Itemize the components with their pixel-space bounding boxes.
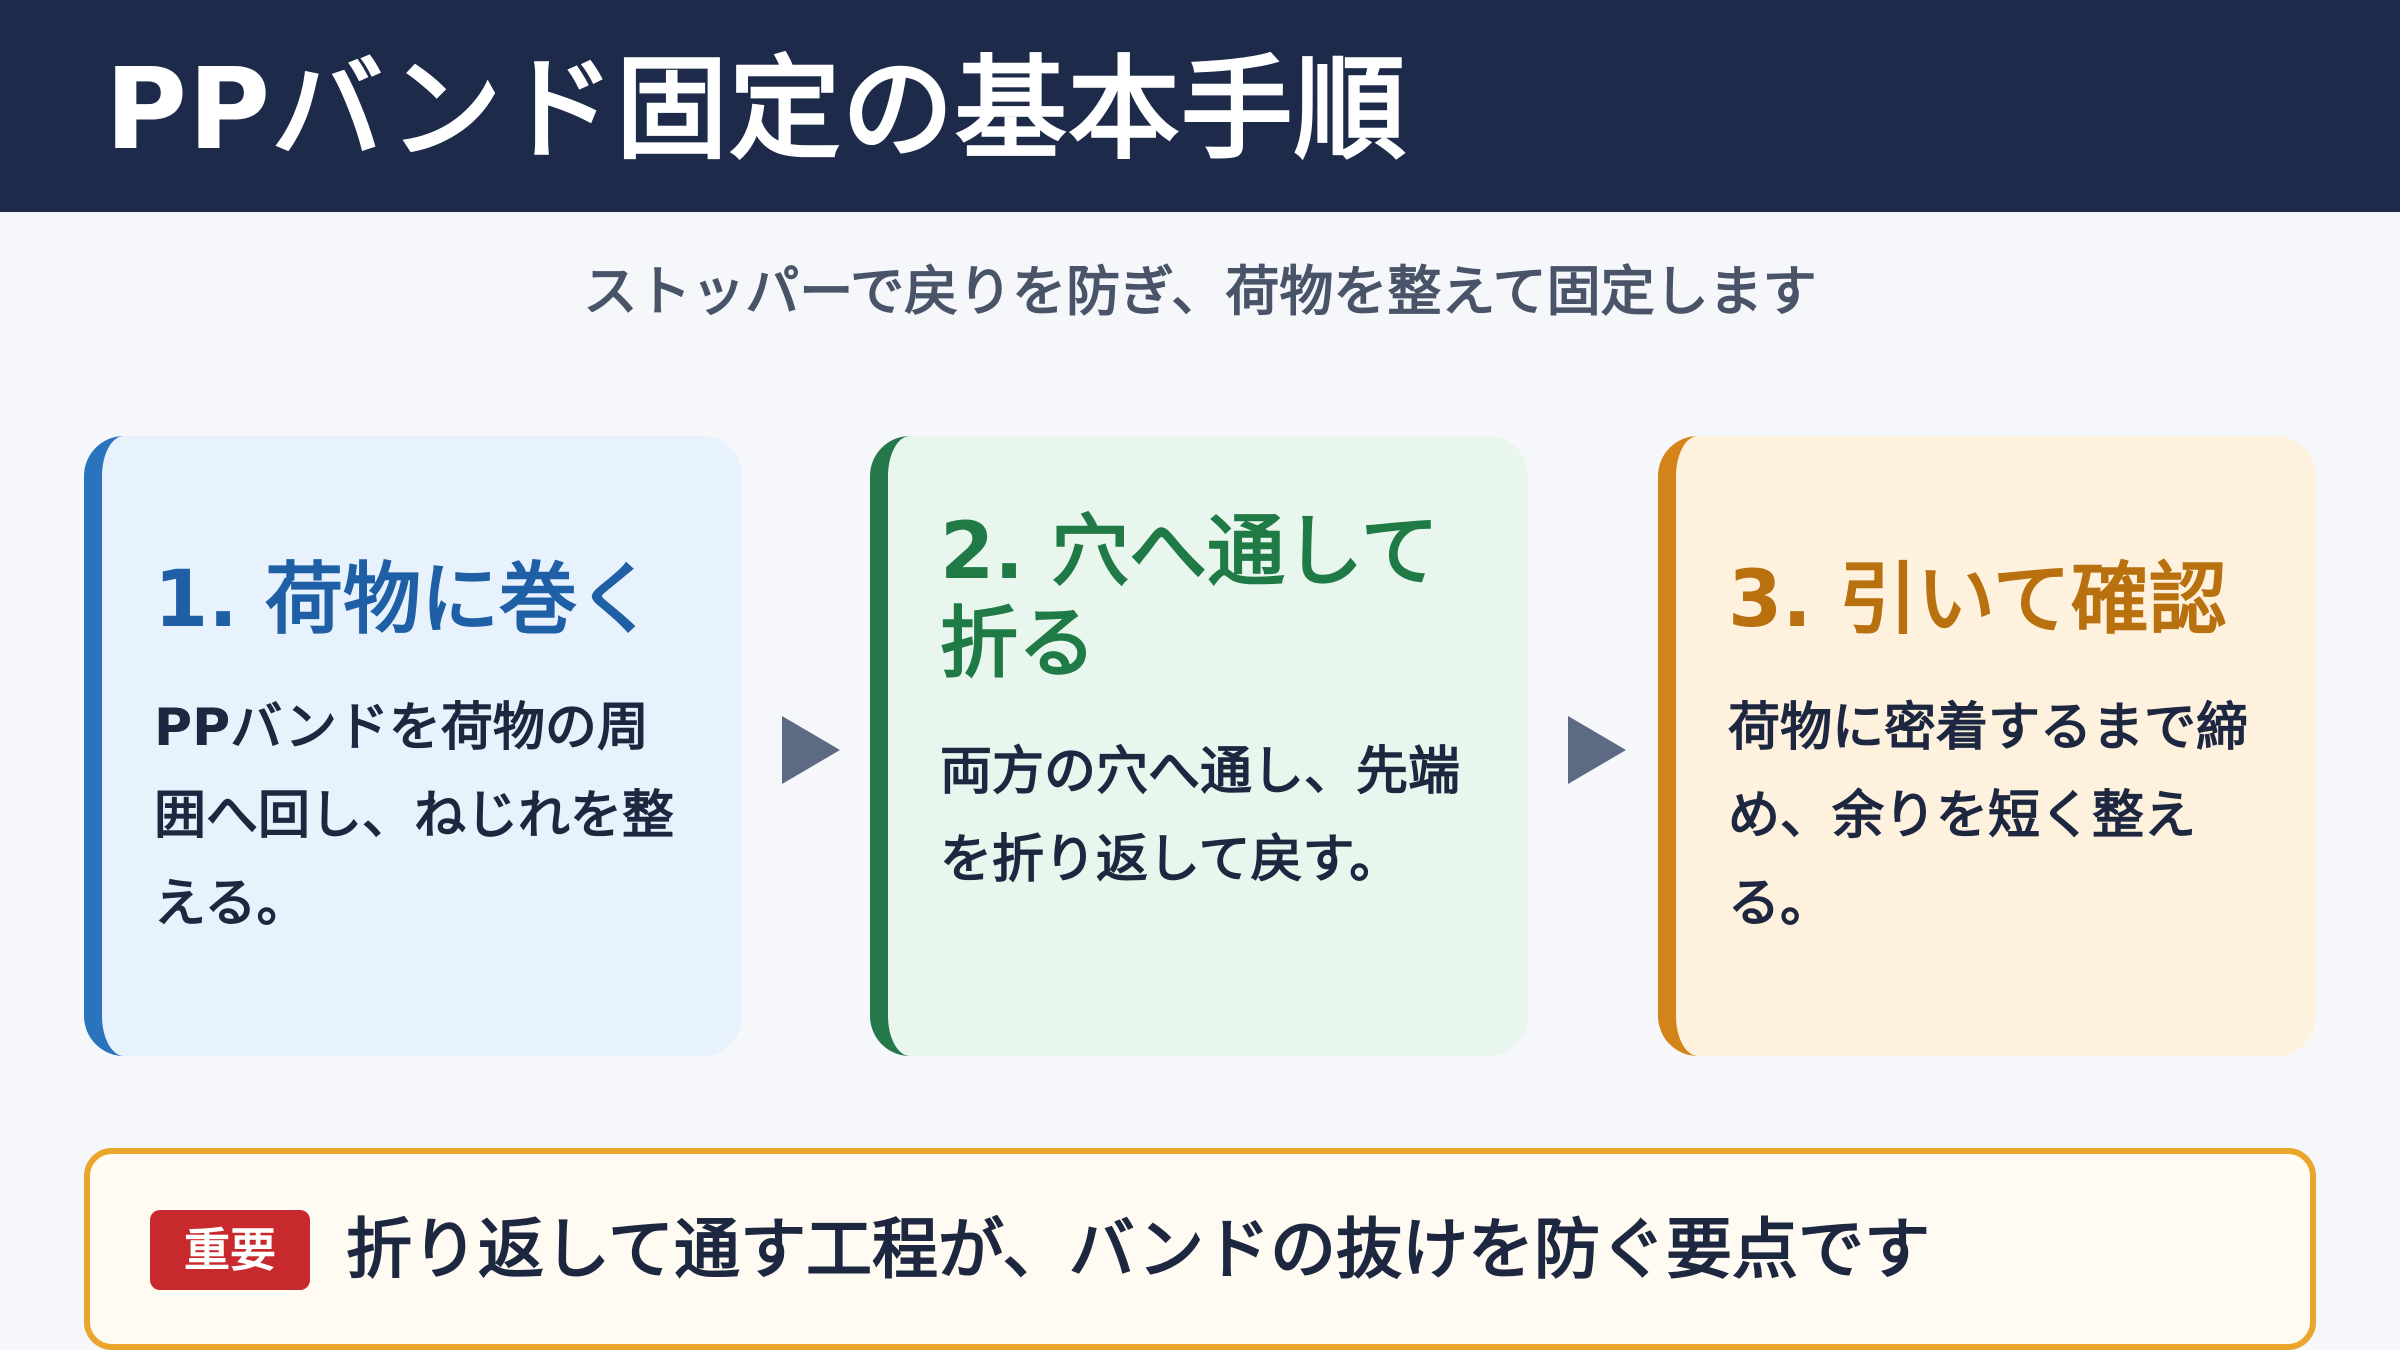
play-arrow-icon [782,716,840,784]
play-arrow-icon [1568,716,1626,784]
step-title: 1. 荷物に巻く [154,555,656,645]
important-note-text: 折り返して通す工程が、バンドの抜けを防ぐ要点です [346,1211,1930,1288]
page-title: PPバンド固定の基本手順 [105,45,1407,175]
page-subtitle: ストッパーで戻りを防ぎ、荷物を整えて固定します [583,260,1817,323]
step-card-1: 1. 荷物に巻く PPバンドを荷物の周囲へ回し、ねじれを整える。 [84,436,742,1056]
header-bar: PPバンド固定の基本手順 [0,0,2400,212]
step-description: 荷物に密着するまで締め、余りを短く整える。 [1728,698,2249,934]
step-description: PPバンドを荷物の周囲へ回し、ねじれを整える。 [154,698,675,934]
step-description: 両方の穴へ通し、先端を折り返して戻す。 [940,742,1461,890]
step-card-3: 3. 引いて確認 荷物に密着するまで締め、余りを短く整える。 [1658,436,2316,1056]
important-badge: 重要 [150,1210,310,1290]
step-title: 2. 穴へ通して折る [940,507,1439,689]
step-card-2: 2. 穴へ通して折る 両方の穴へ通し、先端を折り返して戻す。 [870,436,1528,1056]
step-title: 3. 引いて確認 [1728,555,2227,645]
important-note-box: 重要 折り返して通す工程が、バンドの抜けを防ぐ要点です [84,1148,2316,1350]
